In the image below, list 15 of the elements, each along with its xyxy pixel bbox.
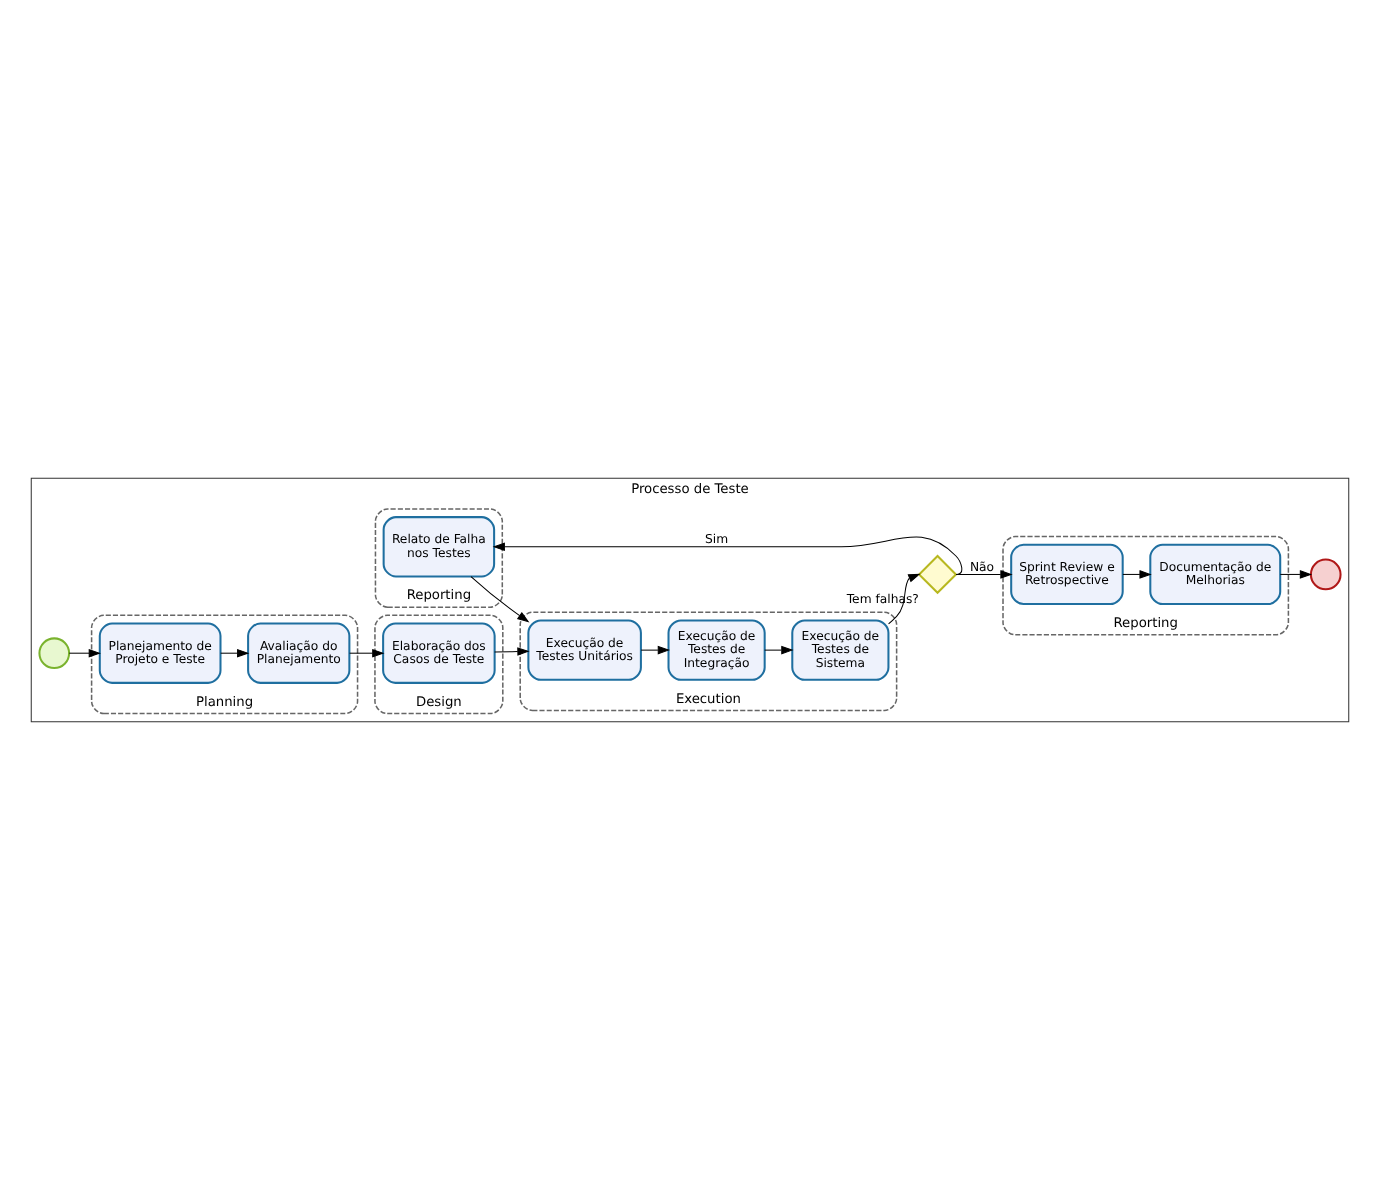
arrow	[68, 648, 101, 658]
arrow	[1279, 570, 1313, 579]
node-circle	[38, 637, 71, 670]
arrow	[955, 570, 1013, 579]
arrow	[640, 645, 670, 655]
arrow	[888, 573, 921, 625]
arrow	[220, 648, 250, 658]
arrow	[470, 576, 530, 623]
arrow	[764, 645, 794, 655]
arrow	[1122, 570, 1152, 579]
arrow	[492, 536, 963, 575]
node-circle	[1309, 558, 1342, 591]
node-diamond	[917, 554, 958, 595]
arrow	[494, 647, 530, 656]
arrow	[349, 648, 385, 658]
